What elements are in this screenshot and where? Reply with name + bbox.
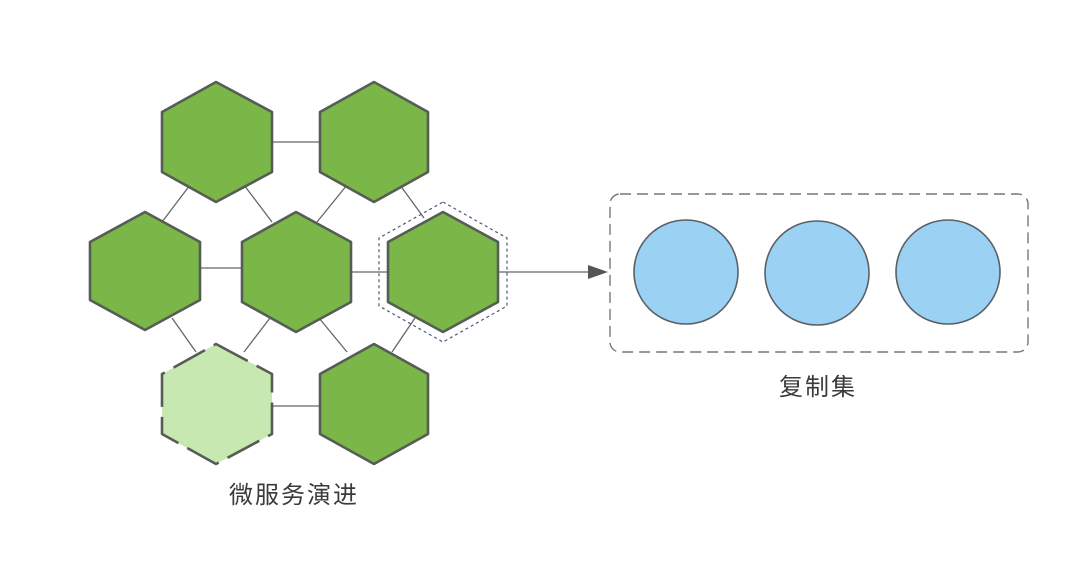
- service-hex-mid-left[interactable]: [88, 210, 202, 332]
- connector-mid-right-bottom-right: [391, 317, 416, 353]
- connector-top-left-center: [243, 184, 273, 223]
- replica-instance-3[interactable]: [895, 219, 1001, 325]
- replica-set-label: 复制集: [779, 373, 857, 401]
- hex-connectors: [161, 141, 425, 407]
- replica-instances: [633, 219, 1001, 326]
- connector-mid-left-bottom-left: [171, 317, 197, 353]
- service-hex-center[interactable]: [240, 210, 353, 334]
- microservices-label: 微服务演进: [229, 481, 359, 509]
- service-hex-bottom-left-evolving[interactable]: [160, 342, 274, 466]
- service-hex-bottom-right[interactable]: [318, 342, 430, 466]
- replica-instance-1[interactable]: [633, 219, 739, 325]
- arrow-head-icon: [588, 265, 608, 279]
- service-hex-mid-right[interactable]: [386, 210, 500, 334]
- connector-top-left-mid-left: [161, 184, 191, 223]
- connector-center-bottom-right: [318, 317, 348, 353]
- service-hex-top-right[interactable]: [318, 80, 430, 204]
- connector-center-bottom-left: [243, 317, 271, 353]
- selected-service-highlight: [378, 201, 508, 343]
- service-hex-top-left[interactable]: [160, 80, 274, 204]
- connector-top-right-mid-right: [399, 184, 425, 219]
- service-hexagons: [88, 80, 500, 466]
- replica-instance-2[interactable]: [764, 220, 870, 326]
- replica-arrow: [498, 265, 608, 279]
- replica-set-container: [609, 193, 1029, 353]
- connector-top-right-center: [316, 184, 348, 223]
